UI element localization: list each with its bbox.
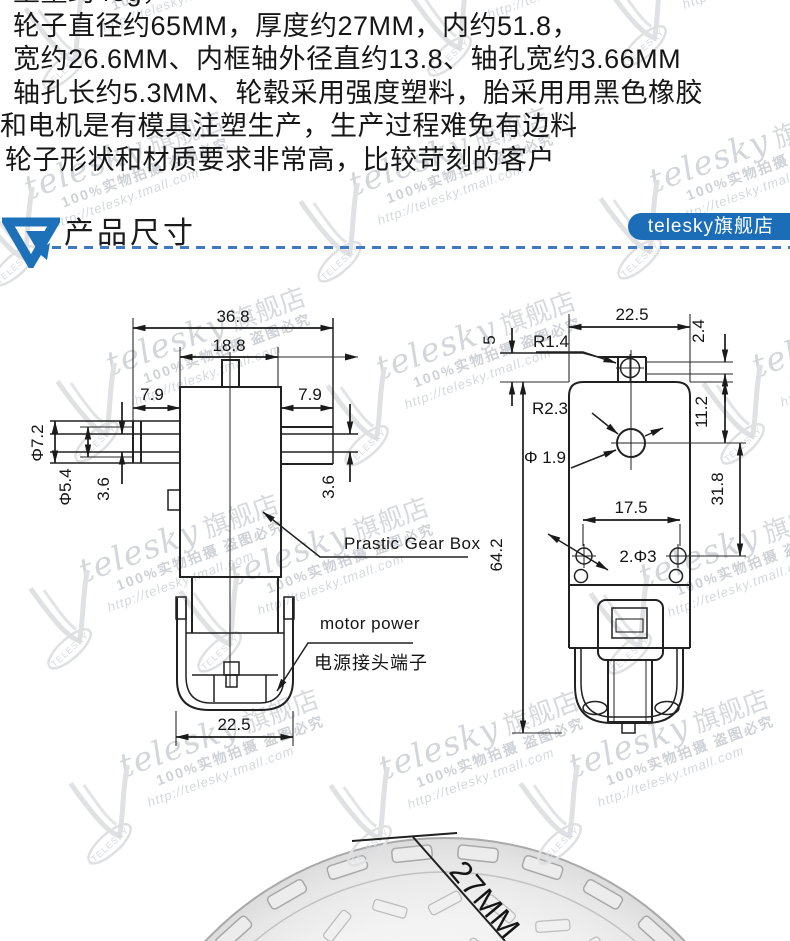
- description-line: 轮子直径约65MM，厚度约27MM，内约51.8，: [13, 10, 580, 41]
- description-line: 宽约26.6MM、内框轴外径直约13.8、轴孔宽约3.66MM: [13, 44, 682, 74]
- description-line: 轮子形状和材质要求非常高，比较苛刻的客户: [5, 144, 555, 175]
- description-line: 轴孔长约5.3MM、轮毂采用强度塑料，胎采用用黑色橡胶: [13, 77, 704, 108]
- description-line: 重量约40g，: [13, 0, 703, 10]
- product-description: 重量约40g， 轮子直径约65MM，厚度约27MM，内约51.8， 宽约26.6…: [0, 0, 704, 177]
- description-line: 和电机是有模具注塑生产，生产过程难免有边料: [0, 111, 578, 141]
